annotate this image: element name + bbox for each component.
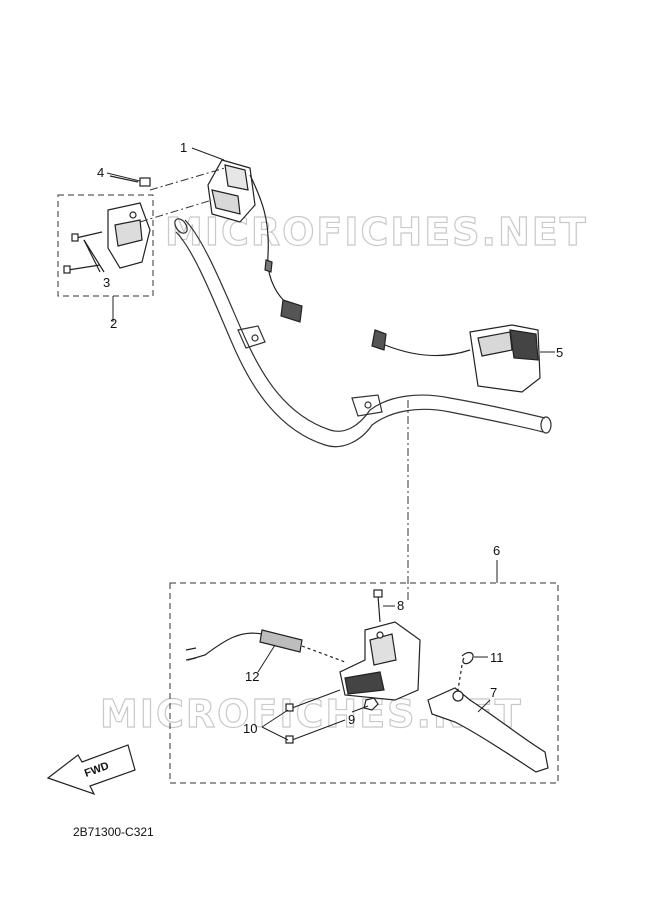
screw-4 <box>109 175 151 187</box>
callout-1: 1 <box>180 140 187 155</box>
callout-3: 3 <box>103 275 110 290</box>
switch-housing <box>107 202 151 269</box>
forward-direction-arrow: FWD <box>46 744 136 796</box>
callout-5: 5 <box>556 345 563 360</box>
spring-11 <box>461 651 474 665</box>
callout-6: 6 <box>493 543 500 558</box>
nut-9 <box>363 697 379 711</box>
lever-holder <box>339 621 421 701</box>
callout-4: 4 <box>97 165 104 180</box>
callout-7: 7 <box>490 685 497 700</box>
diagram-code: 2B71300-C321 <box>73 825 154 839</box>
callout-8: 8 <box>397 598 404 613</box>
leader-lines <box>106 147 555 741</box>
callout-12: 12 <box>245 669 259 684</box>
assembly-box-2 <box>57 194 154 297</box>
screws-3 <box>63 231 105 274</box>
callout-10: 10 <box>243 721 257 736</box>
callout-2: 2 <box>110 316 117 331</box>
alignment-lines <box>139 167 409 600</box>
screws-10 <box>285 689 346 744</box>
callout-9: 9 <box>348 712 355 727</box>
callout-11: 11 <box>490 650 504 665</box>
brake-lever <box>427 664 549 773</box>
brake-switch <box>185 629 346 663</box>
handlebar <box>174 218 552 448</box>
left-handlebar-switch <box>207 159 303 323</box>
screw-8 <box>373 589 383 623</box>
right-handlebar-switch <box>371 324 541 393</box>
assembly-box-6 <box>169 582 559 784</box>
